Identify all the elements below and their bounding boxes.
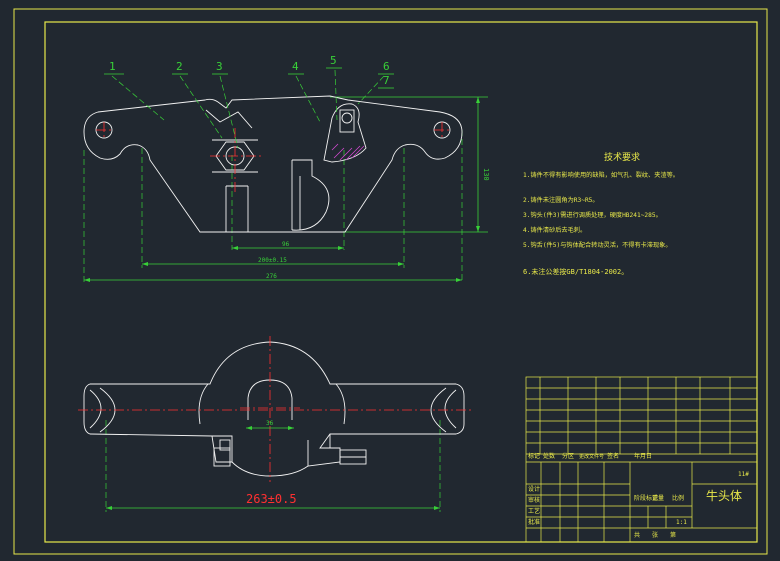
balloon-1: 1 xyxy=(109,60,116,73)
tb-label-sign: 签名 xyxy=(607,452,619,460)
note-2: 2.铸件未注圆角为R3~R5。 xyxy=(523,196,599,204)
balloon-7: 7 xyxy=(383,74,390,87)
tb-label-change: 更改文件号 xyxy=(579,453,604,460)
tb-label-mark: 标记 xyxy=(528,452,540,460)
notes-title: 技术要求 xyxy=(604,151,640,163)
tb-label-count: 处数 xyxy=(543,452,555,460)
dim-bore: 36 xyxy=(266,420,274,427)
outer-border xyxy=(13,8,768,555)
top-view xyxy=(78,336,472,512)
balloon-5: 5 xyxy=(330,54,337,67)
tb-label-date: 年月日 xyxy=(634,452,652,460)
note-1: 1.铸件不得有影响使用的缺陷，如气孔、裂纹、夹渣等。 xyxy=(523,171,679,179)
front-view xyxy=(83,67,488,282)
tb-drawing-number: 11# xyxy=(738,471,749,478)
tb-label-total: 共 xyxy=(634,531,640,539)
balloon-4: 4 xyxy=(292,60,299,73)
tb-part-name: 牛头体 xyxy=(706,488,742,503)
dim-overall-top: 263±0.5 xyxy=(246,492,297,506)
note-4: 4.铸件清砂后去毛刺。 xyxy=(523,226,586,234)
tb-label-scale: 比例 xyxy=(672,494,684,502)
tb-label-stage: 阶段标记 xyxy=(634,494,658,502)
tb-label-design: 设计 xyxy=(528,485,540,493)
dim-center-distance: 200±0.15 xyxy=(258,257,287,264)
dim-height: 130 xyxy=(482,168,490,181)
title-block xyxy=(525,376,758,543)
balloon-6: 6 xyxy=(383,60,390,73)
balloon-2: 2 xyxy=(176,60,183,73)
balloon-3: 3 xyxy=(216,60,223,73)
note-6: 6.未注公差按GB/T1804-2002。 xyxy=(523,267,628,276)
inner-border xyxy=(44,21,758,543)
dim-overall-front: 276 xyxy=(266,273,277,280)
tb-label-sheet: 张 xyxy=(652,531,658,539)
tb-label-weight: 重量 xyxy=(652,494,664,502)
tb-scale-value: 1:1 xyxy=(676,519,687,526)
tb-label-check: 审核 xyxy=(528,496,540,504)
tb-label-process: 工艺 xyxy=(528,507,540,515)
note-5: 5.钩舌(件5)与钩体配合转动灵活，不得有卡滞现象。 xyxy=(523,241,672,249)
tb-label-approve: 批准 xyxy=(528,518,540,526)
note-3: 3.钩头(件3)需进行调质处理，硬度HB241~285。 xyxy=(523,211,662,219)
tb-label-no: 第 xyxy=(670,531,676,539)
dim-inner-width: 96 xyxy=(282,241,290,248)
tb-label-zone: 分区 xyxy=(562,452,574,460)
